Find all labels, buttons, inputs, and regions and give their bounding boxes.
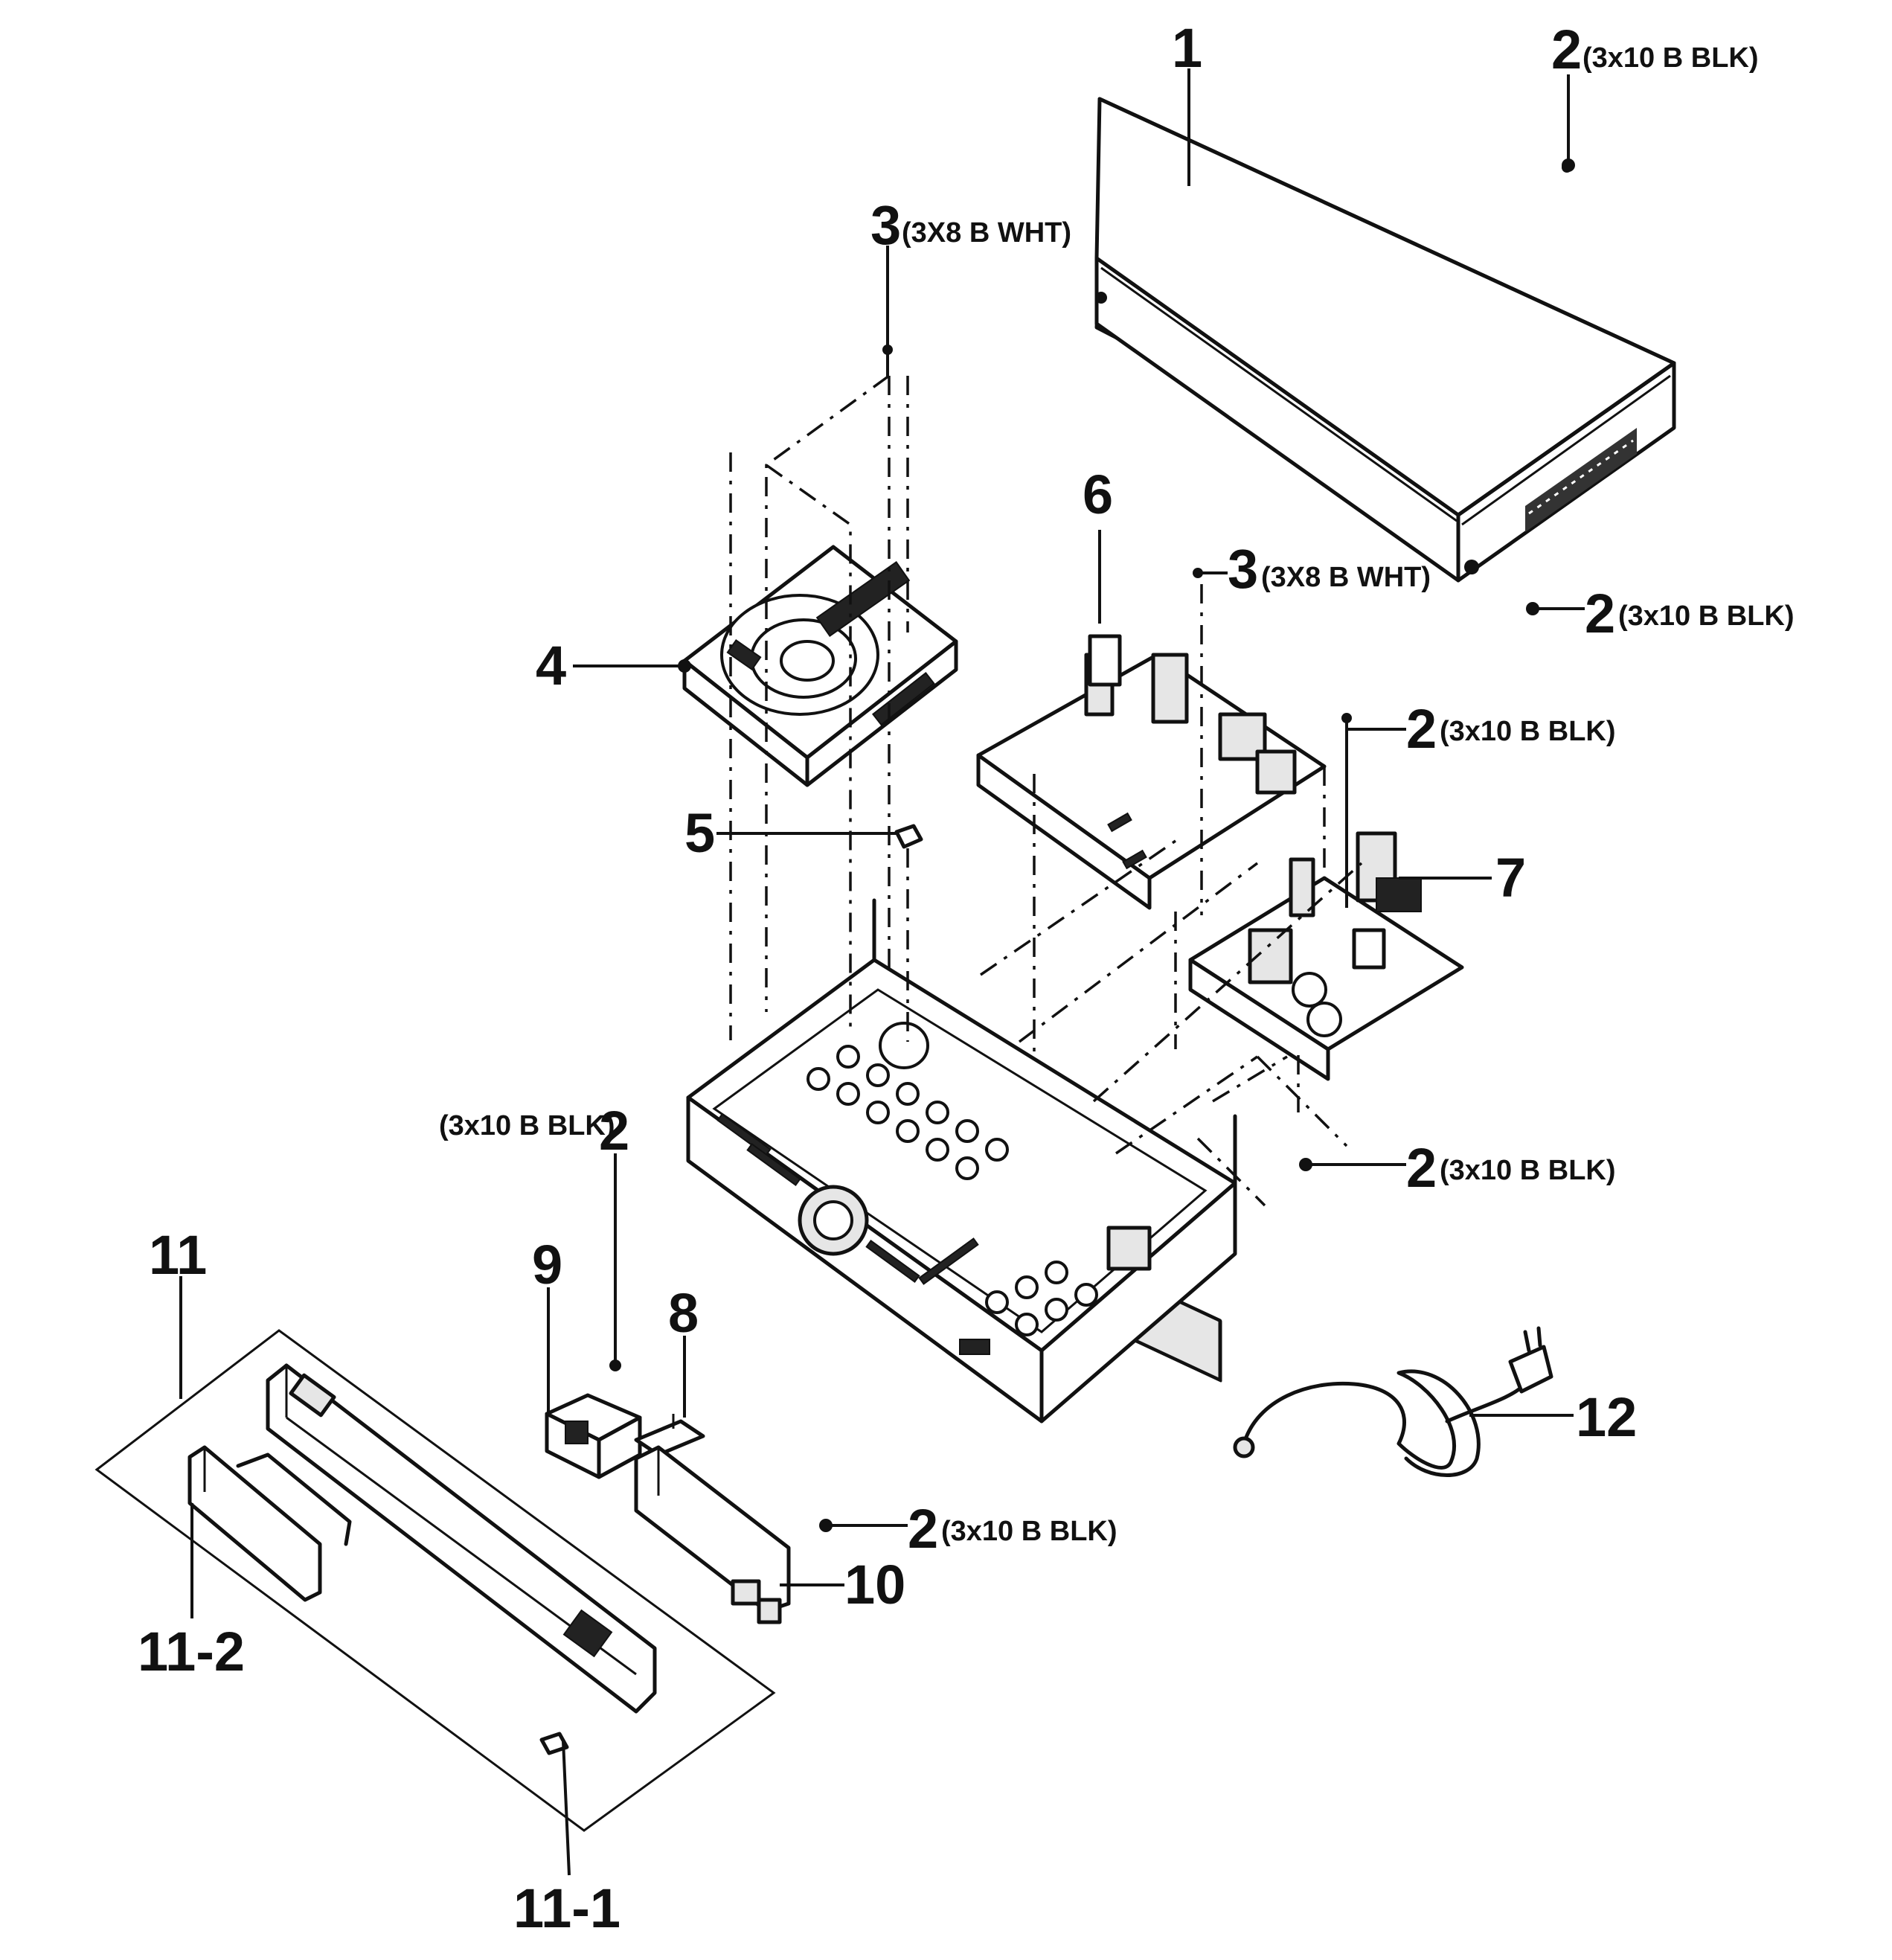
- callout-2-chassis-spec: (3x10 B BLK): [1440, 1155, 1616, 1186]
- callout-4: 4: [536, 635, 566, 696]
- callout-2-board-spec: (3x10 B BLK): [1440, 716, 1616, 747]
- callout-2-left: 2: [599, 1100, 629, 1162]
- part-8-cable: [634, 1414, 705, 1457]
- callout-2-cover: 2: [1585, 583, 1615, 644]
- callout-1: 1: [1172, 17, 1202, 79]
- callout-2-bracket: 2: [908, 1498, 938, 1560]
- assembly-guides: [729, 374, 1363, 1207]
- chassis: [686, 898, 1237, 1423]
- callout-2-board: 2: [1406, 698, 1437, 760]
- callout-5: 5: [684, 802, 715, 864]
- disc-loader: [682, 545, 958, 787]
- callout-2-chassis: 2: [1406, 1137, 1437, 1199]
- callout-2-bracket-spec: (3x10 B BLK): [941, 1516, 1117, 1547]
- callout-9: 9: [532, 1234, 562, 1296]
- callout-2-cover-spec: (3x10 B BLK): [1618, 601, 1795, 632]
- callout-2-top-spec: (3x10 B BLK): [1582, 42, 1759, 74]
- top-cover: [1094, 97, 1676, 583]
- callout-11: 11: [149, 1224, 207, 1286]
- part-5-clip: [894, 824, 923, 849]
- callout-12: 12: [1576, 1386, 1637, 1448]
- callout-10: 10: [844, 1554, 905, 1615]
- callout-6: 6: [1083, 464, 1113, 525]
- callout-3-left-spec: (3X8 B WHT): [902, 217, 1071, 249]
- power-supply: [1188, 831, 1464, 1081]
- callout-3-left: 3: [870, 194, 901, 256]
- callout-3-right: 3: [1228, 538, 1258, 600]
- leader-lines: [179, 68, 1585, 1876]
- front-panel-assembly: [94, 1329, 776, 1832]
- part-9-unit: [545, 1393, 642, 1479]
- power-cord: [1233, 1326, 1553, 1477]
- callout-11-1: 11-1: [513, 1877, 620, 1939]
- callout-3-right-spec: (3X8 B WHT): [1261, 562, 1431, 593]
- callout-2-left-spec: (3x10 B BLK): [439, 1110, 615, 1141]
- callout-labels: 1 2 (3x10 B BLK) 3 (3X8 B WHT) 6 3 (3X8 …: [138, 17, 1795, 1939]
- callout-7: 7: [1495, 847, 1526, 909]
- part-10-bracket: [634, 1445, 791, 1624]
- callout-2-top: 2: [1551, 19, 1582, 80]
- callout-8: 8: [668, 1282, 699, 1344]
- callout-11-2: 11-2: [138, 1621, 245, 1682]
